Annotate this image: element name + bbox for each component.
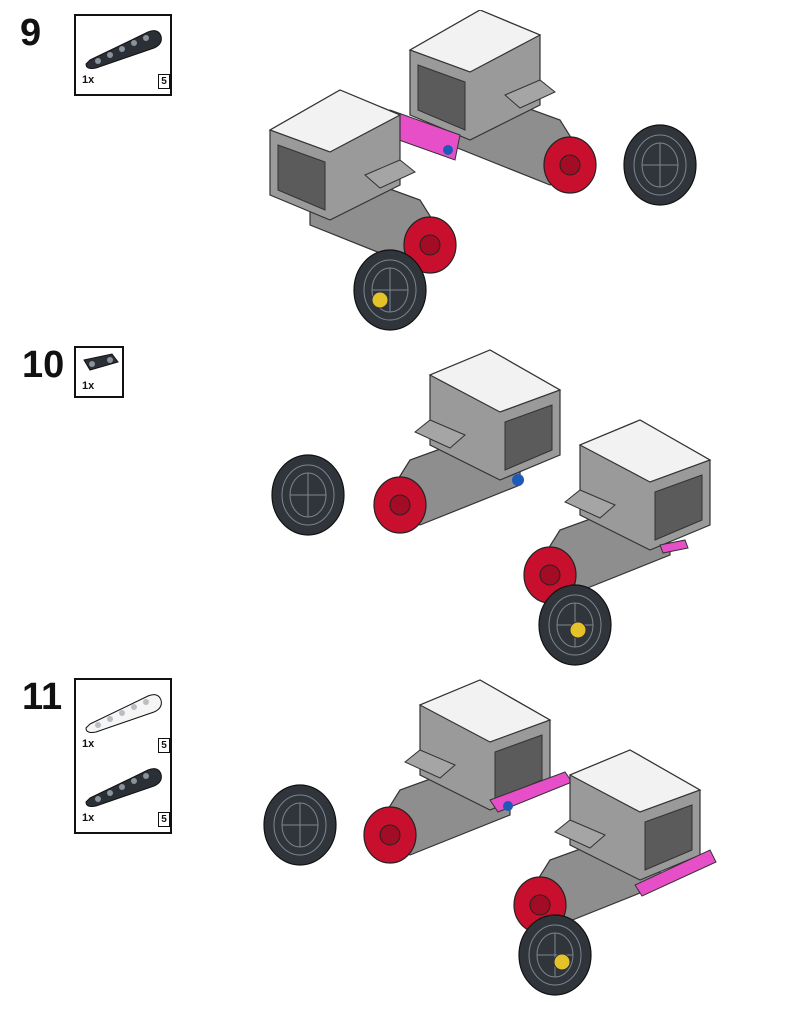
step-number: 9 — [20, 12, 42, 54]
parts-callout: 1x 5 1x 5 — [74, 678, 172, 834]
part-length: 5 — [158, 812, 170, 827]
part-quantity: 1x — [82, 738, 95, 750]
step-10-assembly — [271, 349, 711, 666]
part-length: 5 — [158, 74, 170, 89]
beam-5-black-icon — [85, 30, 162, 69]
beam-5-white-icon — [85, 694, 162, 733]
parts-callout: 1x — [74, 346, 124, 398]
step-9-assembly — [269, 10, 697, 331]
axle-connector-black-icon — [83, 353, 119, 371]
beam-5-black-icon — [85, 768, 162, 807]
parts-callout: 1x 5 — [74, 14, 172, 96]
step-11-assembly — [263, 679, 717, 996]
part-quantity: 1x — [82, 74, 95, 86]
part-quantity: 1x — [82, 812, 95, 824]
step-number: 11 — [22, 676, 63, 718]
step-number: 10 — [22, 344, 65, 386]
part-length: 5 — [158, 738, 170, 753]
part-quantity: 1x — [82, 380, 95, 392]
